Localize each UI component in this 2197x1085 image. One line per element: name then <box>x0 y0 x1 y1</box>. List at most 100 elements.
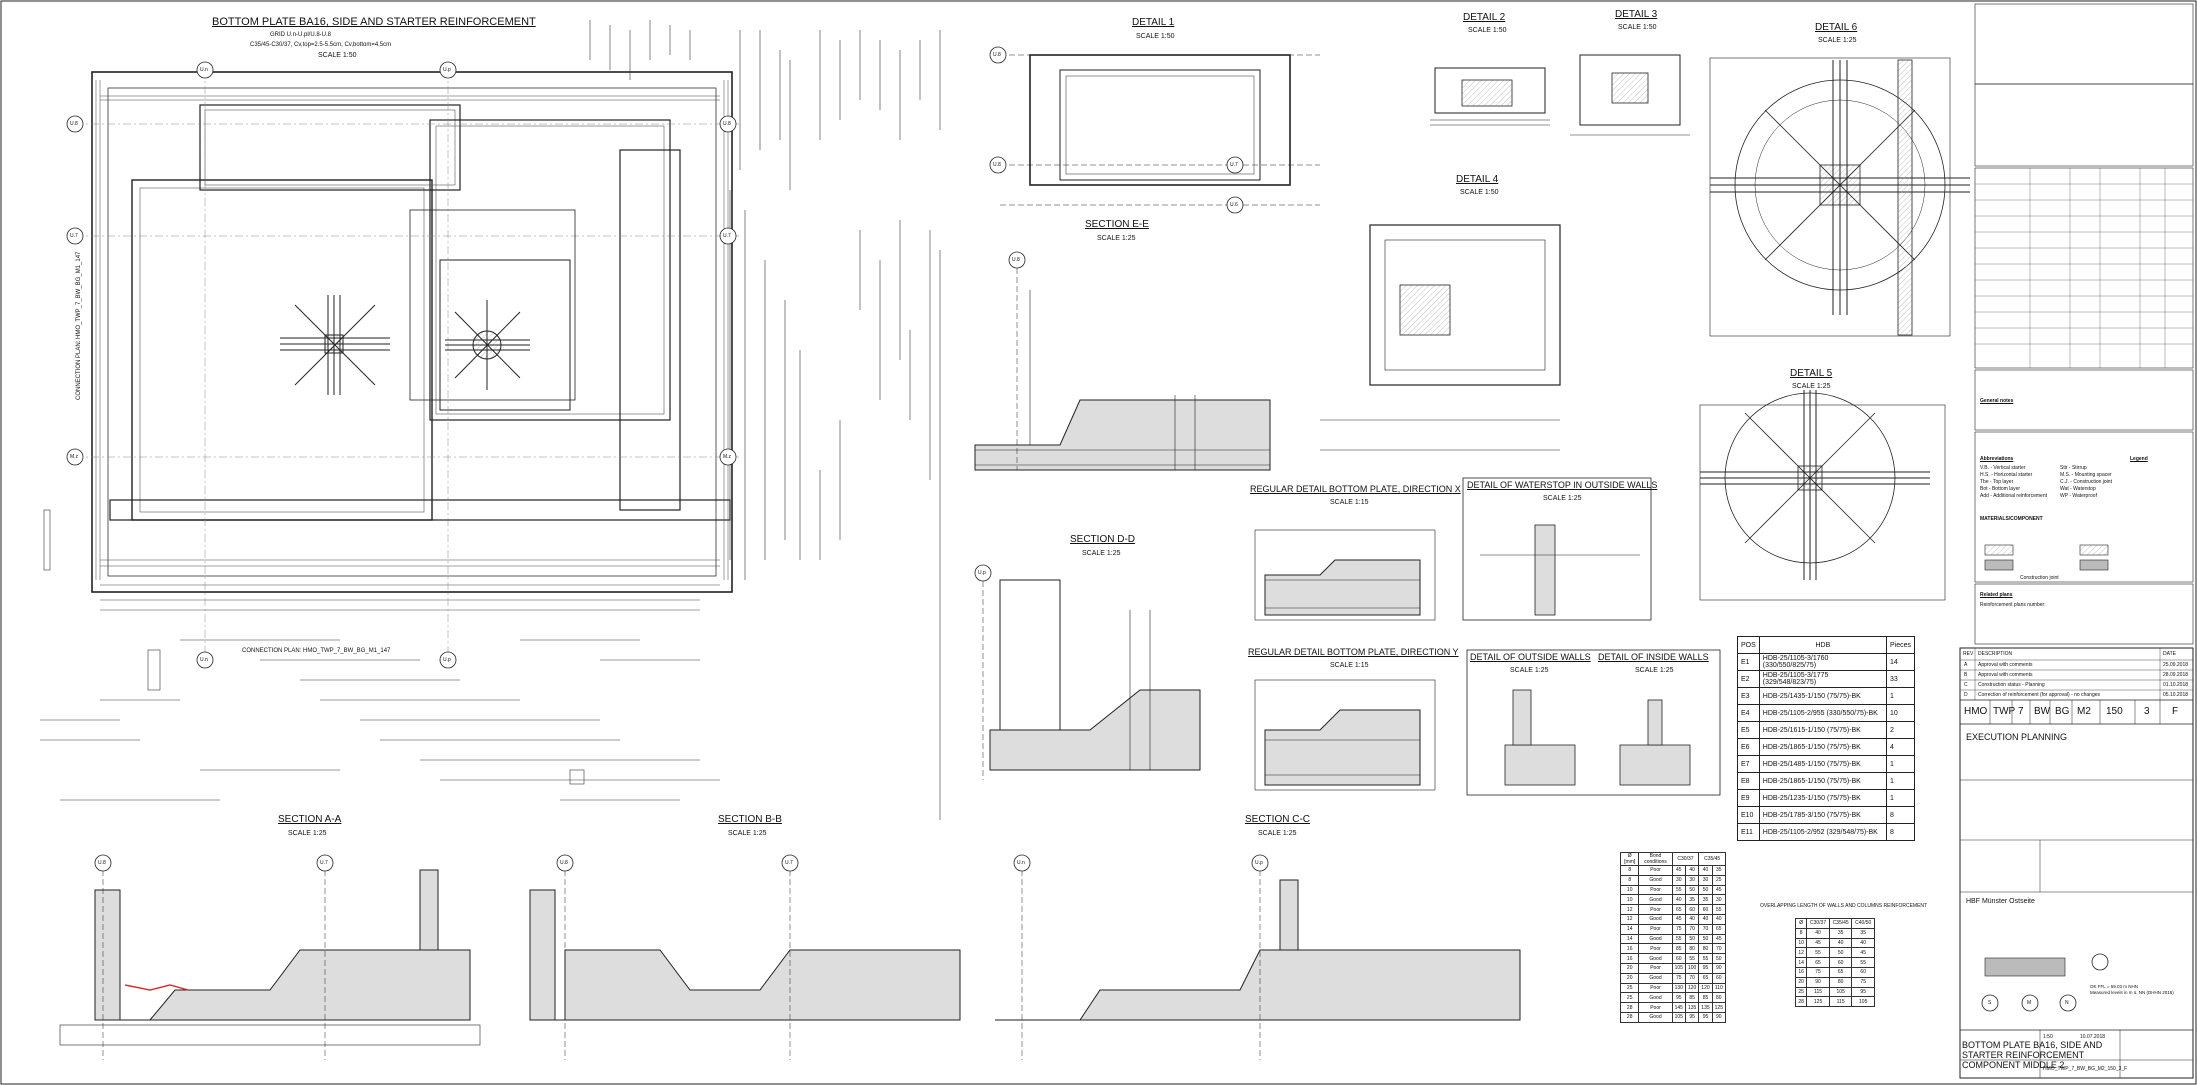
detail-6-drawing <box>1709 57 1970 337</box>
table-cell: 85 <box>1671 943 1686 955</box>
table-cell: 45 <box>1711 884 1727 896</box>
table-cell: 120 <box>1698 982 1713 994</box>
hdb-cell: E5 <box>1737 721 1760 739</box>
hdb-cell: HDB-25/1235-1/150 (75/75)-BK <box>1758 789 1887 807</box>
table-cell: 28 <box>1794 996 1808 1008</box>
hdb-header-pieces: Pieces <box>1885 636 1916 654</box>
axis-label: M.z <box>70 454 79 460</box>
connection-plan-side: CONNECTION PLAN: HMO_TWP_7_BW_BG_M1_147 <box>76 251 82 400</box>
table-cell: 70 <box>1698 923 1713 935</box>
table-cell: 25 <box>1711 874 1727 886</box>
regular-detail-x-scale: SCALE 1:15 <box>1330 499 1369 506</box>
rev-cell: 28.09.2018 <box>2163 672 2189 678</box>
hdb-cell: E8 <box>1737 772 1760 790</box>
hdb-cell: HDB-25/1865-1/150 (75/75)-BK <box>1758 772 1887 790</box>
detail-4-scale: SCALE 1:50 <box>1460 189 1499 196</box>
regular-detail-x-drawing <box>1254 529 1436 621</box>
detail-1-drawing <box>989 46 1320 214</box>
table-cell: Good <box>1638 1011 1673 1023</box>
regular-detail-x-title: REGULAR DETAIL BOTTOM PLATE, DIRECTION X <box>1250 484 1461 494</box>
table-cell: 25 <box>1619 982 1640 994</box>
table-cell: 50 <box>1828 947 1853 959</box>
detail-4-title: DETAIL 4 <box>1456 174 1499 185</box>
rev-header: DATE <box>2163 651 2176 657</box>
table-cell: 85 <box>1684 992 1700 1004</box>
section-ee-drawing <box>974 251 1271 471</box>
hdb-header-pos: POS <box>1737 636 1760 654</box>
hdb-cell: E9 <box>1737 789 1760 807</box>
section-dd-drawing <box>974 564 1201 780</box>
table-cell: 95 <box>1698 962 1713 974</box>
table-cell: 10 <box>1619 884 1640 896</box>
table-cell: Good <box>1638 894 1673 906</box>
table-cell: 55 <box>1684 953 1700 964</box>
hdb-cell: 33 <box>1885 670 1916 688</box>
table-cell: 55 <box>1671 933 1686 945</box>
abbreviations-heading: Abbreviations <box>1980 456 2014 462</box>
hdb-cell: E2 <box>1737 670 1760 688</box>
hdb-cell: 14 <box>1885 653 1916 671</box>
code-cell: 3 <box>2144 706 2150 717</box>
outside-walls-title: DETAIL OF OUTSIDE WALLS <box>1470 652 1591 662</box>
table-cell: Poor <box>1638 962 1673 974</box>
hdb-cell: 2 <box>1885 721 1916 739</box>
table-cell: 55 <box>1671 884 1686 896</box>
section-cc-drawing <box>995 854 1521 1060</box>
hdb-cell: HDB-25/1865-1/150 (75/75)-BK <box>1758 738 1887 756</box>
abbr-item: Add - Additional reinforcement <box>1980 493 2047 499</box>
detail-5-drawing <box>1699 390 1946 601</box>
outside-walls-scale: SCALE 1:25 <box>1510 667 1549 674</box>
table-cell: 70 <box>1711 943 1727 955</box>
detail-3-drawing <box>1570 54 1690 136</box>
table-cell: 14 <box>1619 933 1640 945</box>
section-bb-title: SECTION B-B <box>718 814 782 825</box>
table-header-cell: C40/50 <box>1851 918 1875 929</box>
axis-label: U.8 <box>993 52 1001 58</box>
section-aa-scale: SCALE 1:25 <box>288 830 327 837</box>
detail-2-scale: SCALE 1:50 <box>1468 27 1507 34</box>
table-cell: 8 <box>1794 927 1808 939</box>
table-cell: 40 <box>1828 937 1853 949</box>
axis-label: U.8 <box>723 121 731 127</box>
axis-label: U.8 <box>993 162 1001 168</box>
table-cell: 45 <box>1671 865 1686 876</box>
hdb-cell: HDB-25/1485-1/150 (75/75)-BK <box>1758 755 1887 773</box>
title-block-frame <box>1959 647 2194 1079</box>
table-cell: 14 <box>1619 923 1640 935</box>
axis-label: U.n <box>1017 860 1025 866</box>
table-cell: 8 <box>1619 865 1640 876</box>
table-cell: 30 <box>1698 874 1713 886</box>
code-cell: F <box>2172 706 2179 717</box>
table-cell: 80 <box>1698 943 1713 955</box>
detail-4-drawing <box>1320 224 1561 451</box>
table-cell: 40 <box>1698 865 1713 876</box>
hdb-cell: 8 <box>1885 806 1916 824</box>
abbr-item: Stir - Stirrup <box>2060 465 2087 471</box>
table-cell: 55 <box>1711 904 1727 915</box>
table-cell: 20 <box>1794 976 1808 988</box>
table-header-cell: Ø [mm] <box>1619 852 1640 866</box>
table-cell: 40 <box>1851 937 1875 949</box>
table-cell: 25 <box>1619 992 1640 1004</box>
axis-label: U.6 <box>1230 202 1238 208</box>
rev-cell: 25.09.2018 <box>2163 662 2189 668</box>
table-cell: 40 <box>1671 894 1686 906</box>
table-cell: 45 <box>1806 937 1830 949</box>
hdb-cell: 10 <box>1885 704 1916 722</box>
hdb-cell: E1 <box>1737 653 1760 671</box>
table-cell: 50 <box>1684 933 1700 945</box>
axis-label: U.7 <box>320 860 328 866</box>
detail-3-title: DETAIL 3 <box>1615 9 1658 20</box>
abbr-item: Tbe - Top layer <box>1980 479 2014 485</box>
table-cell: 125 <box>1711 1002 1727 1013</box>
inside-walls-scale: SCALE 1:25 <box>1635 667 1674 674</box>
table-cell: 65 <box>1671 904 1686 915</box>
